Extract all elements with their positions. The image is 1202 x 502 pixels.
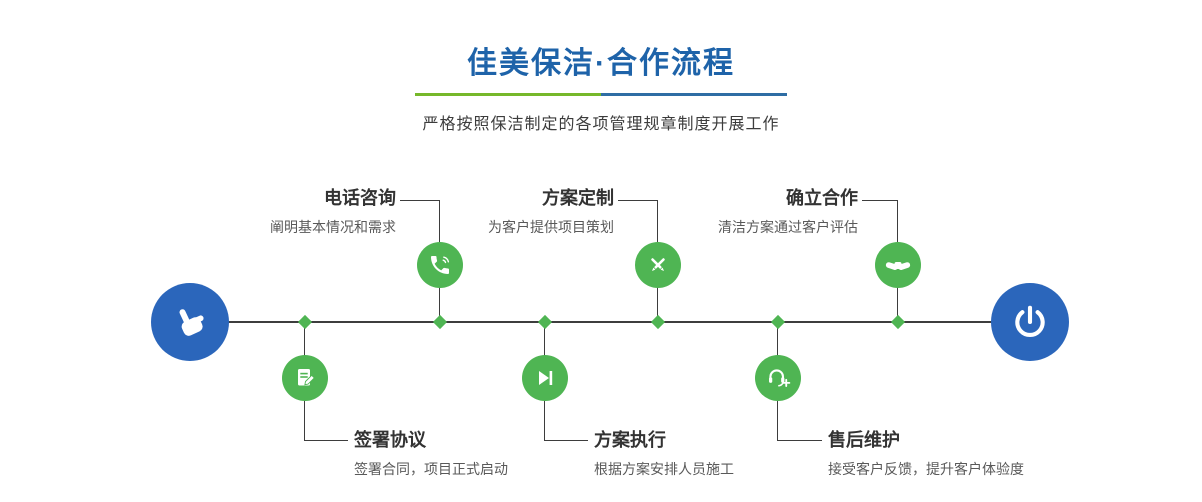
step-title: 售后维护 [828,430,900,450]
label-connector [304,440,348,441]
play-forward-icon [533,366,557,390]
step-node-aftersales [755,355,801,401]
headset-support-icon [765,365,791,391]
timeline-start-node [151,283,229,361]
step-node-execute [522,355,568,401]
timeline-junction-diamond [537,314,553,330]
step-description: 根据方案安排人员施工 [594,461,734,477]
step-node-phone [417,242,463,288]
title-underline [415,93,787,96]
page-title: 佳美保洁·合作流程 [467,47,735,80]
label-connector [439,200,440,242]
step-label-contract: 签署协议 签署合同，项目正式启动 [354,428,508,479]
contract-sign-icon [293,366,317,390]
timeline-junction-diamond [890,314,906,330]
label-connector [777,401,778,440]
step-title: 方案定制 [542,188,614,208]
label-connector [544,440,588,441]
step-description: 接受客户反馈，提升客户体验度 [828,461,1024,477]
handshake-icon [884,254,912,276]
node-connector [304,322,305,356]
label-connector [777,440,822,441]
step-title: 方案执行 [594,430,666,450]
page-subtitle: 严格按照保洁制定的各项管理规章制度开展工作 [422,116,780,133]
step-description: 签署合同，项目正式启动 [354,461,508,477]
timeline-end-node [991,283,1069,361]
pointing-hand-icon [170,302,210,342]
phone-icon [428,253,452,277]
node-connector [897,287,898,322]
design-pencils-icon [646,253,670,277]
label-connector [657,200,658,242]
label-connector [618,200,658,201]
step-label-aftersales: 售后维护 接受客户反馈，提升客户体验度 [828,428,1024,479]
step-label-phone: 电话咨询 阐明基本情况和需求 [270,186,396,237]
label-connector [304,401,305,440]
underline-green-segment [415,93,601,96]
label-connector [400,200,440,201]
node-connector [544,322,545,356]
step-description: 清洁方案通过客户评估 [718,219,858,235]
step-node-design [635,242,681,288]
underline-blue-segment [601,93,787,96]
step-title: 确立合作 [786,188,858,208]
label-connector [897,200,898,242]
timeline-junction-diamond [297,314,313,330]
step-description: 为客户提供项目策划 [488,219,614,235]
step-node-contract [282,355,328,401]
label-connector [544,401,545,440]
node-connector [657,287,658,322]
step-title: 签署协议 [354,430,426,450]
timeline-junction-diamond [432,314,448,330]
node-connector [777,322,778,356]
step-label-design: 方案定制 为客户提供项目策划 [488,186,614,237]
step-title: 电话咨询 [324,188,396,208]
timeline-junction-diamond [770,314,786,330]
label-connector [862,200,898,201]
step-label-execute: 方案执行 根据方案安排人员施工 [594,428,734,479]
power-icon [1011,303,1049,341]
step-description: 阐明基本情况和需求 [270,219,396,235]
timeline-junction-diamond [650,314,666,330]
step-node-cooperation [875,242,921,288]
timeline-line [190,321,1030,323]
step-label-cooperation: 确立合作 清洁方案通过客户评估 [718,186,858,237]
node-connector [439,287,440,322]
